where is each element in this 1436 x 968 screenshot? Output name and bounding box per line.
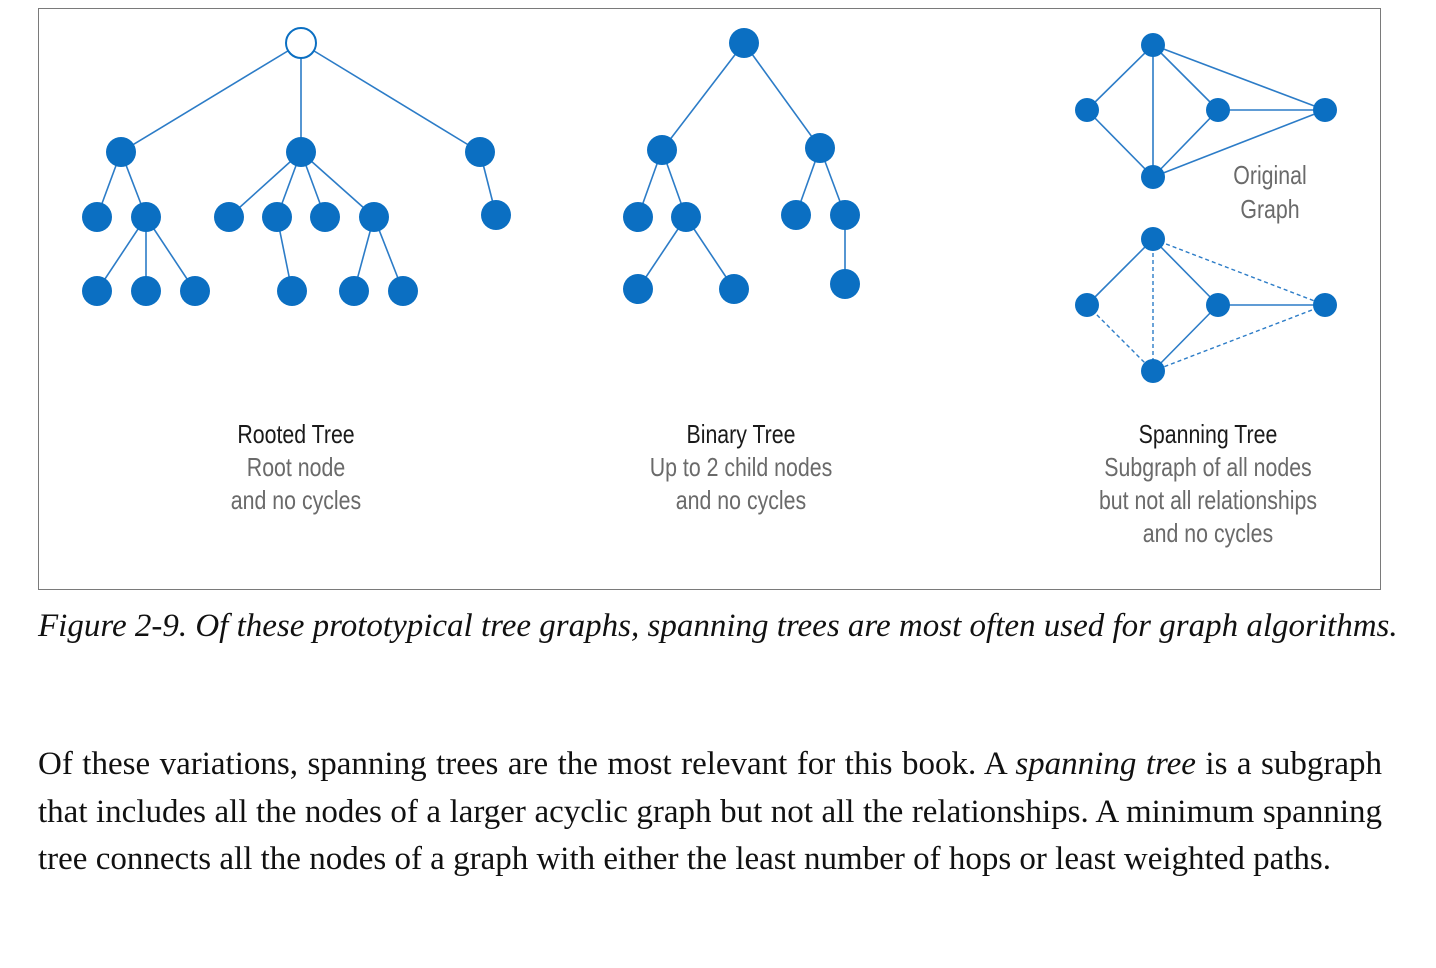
graph-node (359, 202, 389, 232)
graph-node (339, 276, 369, 306)
graph-edge (1086, 238, 1154, 306)
graph-node (1206, 293, 1230, 317)
spanning-tree (1075, 227, 1337, 383)
graph-edge (1152, 109, 1326, 178)
graph-node (388, 276, 418, 306)
graph-node (286, 137, 316, 167)
figure-caption: Figure 2-9. Of these prototypical tree g… (38, 608, 1398, 644)
graph-node (671, 202, 701, 232)
graph-node (719, 274, 749, 304)
graph-node (214, 202, 244, 232)
graph-edge (1152, 109, 1219, 178)
rooted-tree-label: Rooted Tree Root node and no cycles (196, 418, 396, 517)
body-text-part-2: is a subgraph that includes all the node… (38, 746, 1382, 877)
graph-node (830, 269, 860, 299)
original-graph-label: Original Graph (1205, 158, 1335, 226)
graph-node (310, 202, 340, 232)
rooted-tree-title: Rooted Tree (237, 419, 355, 449)
excluded-edge (1152, 304, 1326, 372)
body-text-part-1: Of these variations, spanning trees are … (38, 746, 1016, 782)
graph-edge (1152, 238, 1219, 306)
graph-node (1075, 293, 1099, 317)
spanning-tree-desc-3: and no cycles (1142, 518, 1274, 548)
binary-tree-desc-2: and no cycles (675, 485, 807, 515)
graph-node (1141, 33, 1165, 57)
graph-edge (300, 42, 481, 153)
graph-node (131, 276, 161, 306)
graph-node (131, 202, 161, 232)
graph-node (1075, 98, 1099, 122)
rooted-tree (82, 27, 511, 306)
rooted-tree-desc-1: Root node (246, 452, 346, 482)
graph-node (1206, 98, 1230, 122)
graph-node (481, 200, 511, 230)
tree-graphs-diagram (82, 27, 1337, 383)
graph-node (729, 28, 759, 58)
graph-node (277, 276, 307, 306)
figure-frame (38, 8, 1381, 590)
graph-edge (300, 151, 375, 218)
graph-node (465, 137, 495, 167)
original-graph-label-line2: Graph (1240, 194, 1300, 224)
graph-node (623, 202, 653, 232)
graph-node (180, 276, 210, 306)
graph-edge (1086, 44, 1154, 111)
rooted-tree-desc-2: and no cycles (230, 485, 362, 515)
body-emphasis-spanning-tree: spanning tree (1015, 746, 1196, 782)
body-paragraph: Of these variations, spanning trees are … (38, 741, 1382, 884)
graph-edge (1152, 304, 1219, 372)
excluded-edge (1086, 304, 1154, 372)
spanning-tree-label: Spanning Tree Subgraph of all nodes but … (1048, 418, 1368, 550)
graph-node (830, 200, 860, 230)
graph-node (805, 133, 835, 163)
graph-edge (120, 42, 302, 153)
spanning-tree-title: Spanning Tree (1138, 419, 1278, 449)
graph-node (1141, 359, 1165, 383)
graph-edge (743, 42, 821, 149)
graph-edge (1086, 109, 1154, 178)
graph-node (647, 135, 677, 165)
graph-node (781, 200, 811, 230)
graph-node (623, 274, 653, 304)
spanning-tree-desc-2: but not all relationships (1098, 485, 1318, 515)
root-node (285, 27, 317, 59)
graph-edge (228, 151, 302, 218)
graph-node (106, 137, 136, 167)
graph-edge (661, 42, 745, 151)
spanning-tree-desc-1: Subgraph of all nodes (1104, 452, 1312, 482)
binary-tree (623, 28, 860, 304)
graph-node (1141, 165, 1165, 189)
graph-edge (1152, 44, 1326, 111)
graph-node (1141, 227, 1165, 251)
original-graph (1075, 33, 1337, 189)
graph-node (82, 276, 112, 306)
excluded-edge (1152, 238, 1326, 306)
binary-tree-title: Binary Tree (686, 419, 796, 449)
graph-node (1313, 293, 1337, 317)
binary-tree-desc-1: Up to 2 child nodes (649, 452, 833, 482)
binary-tree-label: Binary Tree Up to 2 child nodes and no c… (621, 418, 861, 517)
original-graph-label-line1: Original (1233, 160, 1307, 190)
graph-node (82, 202, 112, 232)
graph-node (262, 202, 292, 232)
graph-node (1313, 98, 1337, 122)
graph-edge (1152, 44, 1219, 111)
